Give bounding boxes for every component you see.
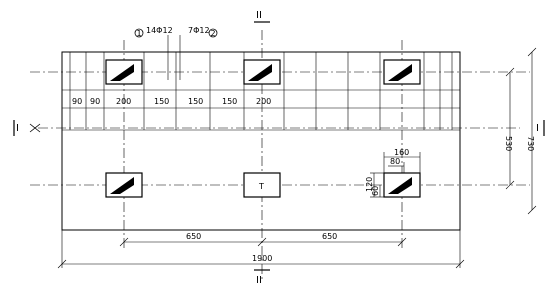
column-cap-1 <box>105 59 143 85</box>
column-cap-3 <box>383 59 421 85</box>
dim-90-b: 90 <box>90 97 100 106</box>
grid-dimensions: 90 90 200 150 150 150 200 <box>72 97 271 106</box>
svg-text:II: II <box>256 10 262 21</box>
dim-150-b: 150 <box>188 97 203 106</box>
svg-text:II: II <box>256 275 262 286</box>
dim-150-a: 150 <box>154 97 169 106</box>
dim-60: 60 <box>371 186 380 196</box>
dim-650-b: 650 <box>322 232 337 241</box>
rebar-1-number: 1 <box>137 29 142 38</box>
column-mark: T <box>258 182 264 191</box>
slab-outline <box>61 51 461 231</box>
column-cap-5 <box>243 172 281 198</box>
dim-1900-line <box>57 230 465 269</box>
svg-text:I: I <box>16 123 19 134</box>
dim-530-line <box>505 67 515 190</box>
svg-text:I: I <box>536 123 539 134</box>
section-mark-left: I <box>13 120 41 136</box>
dim-530: 530 <box>504 136 513 151</box>
dim-730: 730 <box>526 136 535 151</box>
rebar-2-number: 2 <box>211 29 216 38</box>
rebar-callout-2: 7Φ12 2 <box>179 26 218 80</box>
dim-80: 80 <box>390 157 400 166</box>
cap-detail-dims <box>370 152 421 198</box>
rebar-callout-1: 1 14Φ12 <box>134 26 173 80</box>
dim-90-a: 90 <box>72 97 82 106</box>
column-cap-6 <box>383 172 421 198</box>
column-cap-2 <box>243 59 281 85</box>
column-cap-4 <box>105 172 143 198</box>
dim-730-line <box>527 47 537 215</box>
dim-150-c: 150 <box>222 97 237 106</box>
dim-1900: 1900 <box>252 254 272 263</box>
dim-650-line <box>119 237 407 247</box>
section-mark-top: II <box>254 10 270 23</box>
dim-160: 160 <box>394 148 409 157</box>
section-mark-bottom: II <box>254 269 270 286</box>
dim-120: 120 <box>365 177 374 192</box>
rebar-2-label: 7Φ12 <box>188 26 210 35</box>
dim-200-b: 200 <box>256 97 271 106</box>
dim-650-a: 650 <box>186 232 201 241</box>
section-mark-right: I <box>536 120 545 136</box>
rebar-mesh <box>62 52 460 131</box>
rebar-1-label: 14Φ12 <box>146 26 173 35</box>
dim-200-a: 200 <box>116 97 131 106</box>
